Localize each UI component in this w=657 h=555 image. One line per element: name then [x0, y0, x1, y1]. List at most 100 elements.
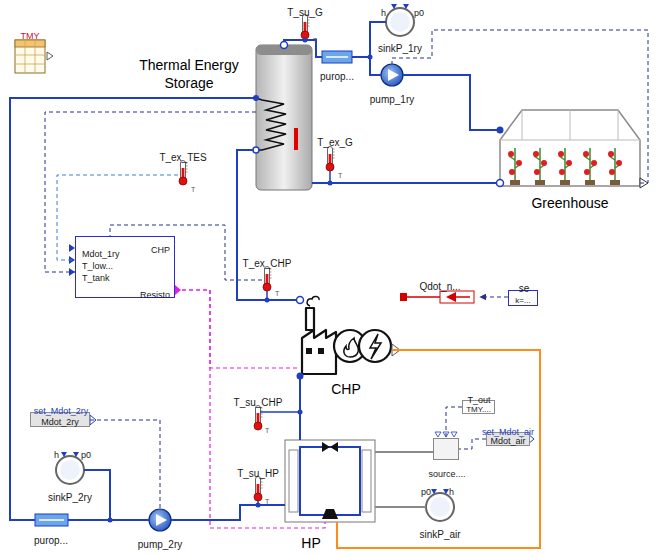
- signal-line: [90, 420, 160, 509]
- temperature-sensor: T_ex_TEST: [178, 160, 188, 186]
- component-label: T: [275, 290, 279, 297]
- setpoint-block: set_Mdot_airMdot_air: [486, 432, 530, 446]
- setpoint-ports: [90, 415, 534, 444]
- heat-flow-icon: [400, 291, 474, 303]
- component-label: T: [265, 498, 269, 505]
- pipe: [299, 376, 301, 440]
- expression-block: T_outTMY....: [462, 400, 495, 414]
- signal-arrow: [480, 297, 508, 298]
- text-slot: h: [54, 444, 59, 462]
- text-slot: Thermal Energy Storage: [128, 56, 250, 93]
- component-label: pump_2ry: [138, 539, 182, 550]
- text-slot: T_su_G: [287, 2, 323, 20]
- heat-pump-icon: [285, 440, 375, 522]
- controller-block: CHPMdot_1ryT_low...T_tankResisto: [75, 236, 175, 298]
- text-slot: T_out: [467, 389, 490, 407]
- block-text: Resisto: [140, 290, 170, 300]
- sensor-stem: [258, 171, 330, 505]
- greenhouse-icon: [500, 110, 648, 188]
- text-slot: sinkP_1ry: [378, 38, 422, 56]
- pressure-sink: p0hsinkP_air: [426, 493, 454, 521]
- text-slot: pump_2ry: [138, 534, 182, 552]
- component-label: p0: [81, 450, 91, 460]
- component-label: h: [54, 450, 59, 460]
- text-slot: set_Mdot_2ry: [34, 400, 89, 418]
- component-label: set_Mdot_2ry: [34, 406, 89, 416]
- block-text: TMY....: [466, 405, 491, 414]
- pipe: [84, 470, 149, 520]
- pipe: [10, 98, 256, 520]
- block-text: T_tank: [82, 273, 110, 283]
- block-text: Mdot_1ry: [82, 249, 120, 259]
- text-slot: T: [191, 178, 195, 196]
- block-text: CHP: [151, 245, 170, 255]
- component-label: purop...: [320, 71, 354, 82]
- greenhouse: Greenhouse: [500, 108, 640, 186]
- component-label: h: [449, 487, 454, 497]
- component-label: p0: [421, 487, 431, 497]
- chp-plant: CHP: [300, 296, 392, 376]
- signal-line: [392, 30, 648, 183]
- text-slot: CHP: [151, 239, 170, 257]
- air-source: source....: [433, 438, 459, 460]
- text-slot: p0: [421, 481, 431, 499]
- component-label: T_ex_CHP: [243, 258, 292, 269]
- component-label: T: [338, 172, 342, 179]
- text-slot: h: [381, 2, 386, 20]
- component-label: sinkP_1ry: [378, 43, 422, 54]
- temperature-sensor: T_su_CHPT: [253, 405, 263, 431]
- component-label: Thermal Energy Storage: [139, 57, 239, 91]
- pipe: [403, 75, 500, 130]
- component-label: sinkP_2ry: [48, 492, 92, 503]
- pipe: [352, 57, 381, 75]
- component-label: HP: [301, 535, 320, 551]
- pipe: [312, 182, 500, 184]
- pressure-sink: hp0sinkP_2ry: [56, 456, 84, 484]
- text-slot: T_ex_G: [317, 132, 353, 150]
- component-label: Qdot_n...: [419, 281, 460, 292]
- text-slot: pump_1ry: [370, 89, 414, 107]
- component-label: TMY: [21, 31, 40, 41]
- text-slot: TMY: [21, 25, 40, 43]
- temperature-sensor: T_su_GT: [300, 14, 310, 40]
- block-text: Mdot_2ry: [41, 416, 79, 426]
- pressure-drop: purop...: [35, 514, 68, 526]
- component-label: set_Mdot_air: [482, 427, 534, 437]
- text-slot: T: [313, 29, 317, 47]
- temperature-sensor: T_ex_GT: [325, 146, 335, 172]
- table-icon: [15, 40, 53, 73]
- control-line: [175, 290, 300, 368]
- text-slot: Mdot_2ry: [41, 410, 79, 428]
- pressure-sink-icon: [56, 4, 454, 521]
- text-slot: sinkP_2ry: [48, 487, 92, 505]
- component-label: pump_1ry: [370, 94, 414, 105]
- component-label: h: [381, 8, 386, 18]
- text-slot: HP: [301, 534, 320, 552]
- storage-tank-icon: [256, 45, 312, 190]
- pump: pump_1ry: [381, 64, 403, 86]
- air-pipe: [375, 451, 433, 453]
- component-label: Greenhouse: [531, 195, 608, 211]
- pressure-sink: hp0sinkP_1ry: [386, 8, 414, 36]
- component-label: p0: [414, 8, 424, 18]
- signal-line: [446, 407, 462, 438]
- component-label: T: [191, 186, 195, 193]
- text-slot: h: [449, 481, 454, 499]
- component-label: T_su_CHP: [234, 397, 283, 408]
- text-slot: T: [338, 164, 342, 182]
- pressure-drop: purop...: [322, 51, 352, 63]
- storage-tank: Thermal Energy Storage: [256, 45, 312, 190]
- text-slot: Resisto: [140, 284, 170, 302]
- air-pipe: [375, 506, 426, 508]
- setpoint-block: set_Mdot_2ryMdot_2ry: [30, 412, 90, 427]
- text-slot: T_ex_CHP: [243, 253, 292, 271]
- text-slot: purop...: [34, 530, 68, 548]
- block-text: k=...: [515, 296, 530, 305]
- component-label: T_su_G: [287, 7, 323, 18]
- pipe: [237, 150, 300, 300]
- text-slot: T_ex_TES: [159, 147, 206, 165]
- text-slot: source....: [428, 463, 465, 481]
- table-block: TMY: [15, 40, 45, 73]
- component-label: source....: [428, 469, 465, 479]
